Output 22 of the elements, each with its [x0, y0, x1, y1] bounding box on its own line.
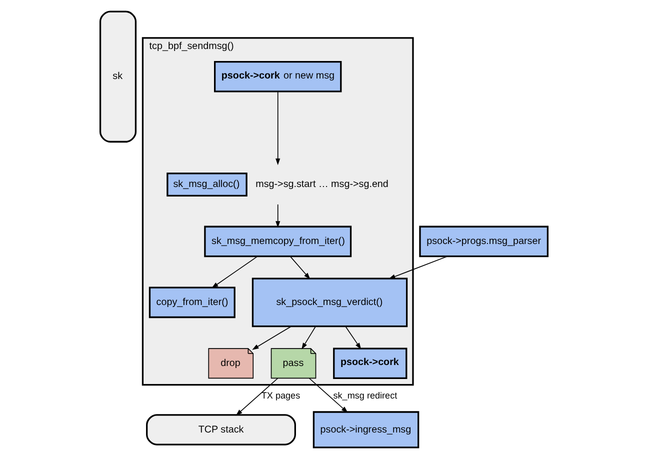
node-box: psock->ingress_msg: [312, 411, 419, 448]
arrow: [275, 91, 280, 166]
node-box: psock->progs.msg_parser: [418, 226, 548, 258]
node-box: sk: [98, 10, 136, 143]
node-box: psock->cork or new msg: [214, 61, 342, 92]
node-label: msg->sg.start … msg->sg.end: [255, 179, 388, 190]
arrow: [275, 204, 280, 228]
arrow: [235, 378, 278, 416]
arrow: [388, 256, 448, 279]
arrow: [289, 256, 310, 280]
node-box: sk_msg_memcopy_from_iter(): [204, 226, 352, 258]
arrow: [211, 256, 258, 288]
node-box: TCP stack: [146, 414, 296, 446]
edge-label: TX pages: [260, 390, 300, 401]
arrow: [301, 326, 316, 350]
arrow: [252, 326, 292, 350]
arrow: [308, 378, 348, 413]
node-box: psock->cork: [332, 348, 407, 380]
node-box: copy_from_iter(): [148, 286, 235, 318]
arrow: [344, 326, 361, 350]
edge-label: sk_msg redirect: [332, 390, 397, 401]
node-box: sk_psock_msg_verdict(): [251, 278, 408, 328]
